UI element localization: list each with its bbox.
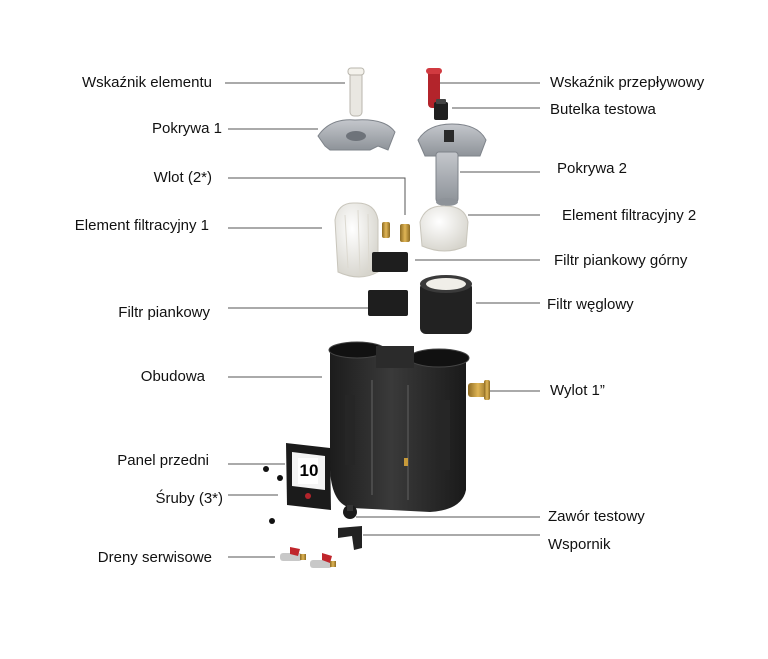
label-sruby: Śruby (3*) (155, 490, 223, 507)
leader-wlot (228, 177, 406, 215)
label-wspornik: Wspornik (548, 536, 611, 553)
housing-part (328, 341, 470, 512)
foam-filter-part (368, 290, 408, 316)
label-wylot: Wylot 1” (550, 382, 605, 399)
label-dreny-serwisowe: Dreny serwisowe (97, 549, 212, 566)
filter-element-2-part (419, 205, 469, 252)
label-pokrywa-1: Pokrywa 1 (151, 120, 222, 137)
label-wskaznik-elementu: Wskaźnik elementu (81, 74, 212, 91)
label-element-filtracyjny-2: Element filtracyjny 2 (562, 207, 697, 224)
label-butelka-testowa: Butelka testowa (550, 101, 656, 118)
bracket-part (338, 526, 362, 550)
lid-1-part (317, 119, 396, 151)
front-panel-part (286, 443, 331, 510)
label-filtr-piankowy: Filtr piankowy (118, 304, 210, 321)
screws-part (263, 466, 283, 524)
test-valve-part (343, 505, 357, 519)
test-bottle-part (434, 99, 448, 120)
label-panel-przedni: Panel przedni (117, 452, 209, 469)
label-element-filtracyjny-1: Element filtracyjny 1 (74, 217, 209, 234)
service-drains-part (280, 547, 336, 568)
label-wskaznik-przeplywowy: Wskaźnik przepływowy (550, 74, 705, 91)
lid-2-part (417, 123, 487, 206)
label-obudowa: Obudowa (140, 368, 205, 385)
upper-foam-filter-part (372, 252, 408, 272)
label-filtr-weglowy: Filtr węglowy (547, 296, 634, 313)
label-filtr-piankowy-gorny: Filtr piankowy górny (554, 252, 688, 269)
front-panel-number: 10 (299, 461, 319, 480)
element-indicator-part (347, 67, 365, 117)
label-pokrywa-2: Pokrywa 2 (557, 160, 628, 177)
carbon-filter-part (420, 275, 472, 334)
outlet-fitting-part (468, 380, 490, 400)
filter-element-1-part (334, 202, 379, 278)
inlet-fittings-part (382, 222, 410, 242)
label-zawor-testowy: Zawór testowy (548, 508, 645, 525)
leader-lines (225, 82, 540, 558)
flow-indicator-part (426, 68, 442, 108)
label-wlot: Wlot (2*) (153, 169, 212, 186)
